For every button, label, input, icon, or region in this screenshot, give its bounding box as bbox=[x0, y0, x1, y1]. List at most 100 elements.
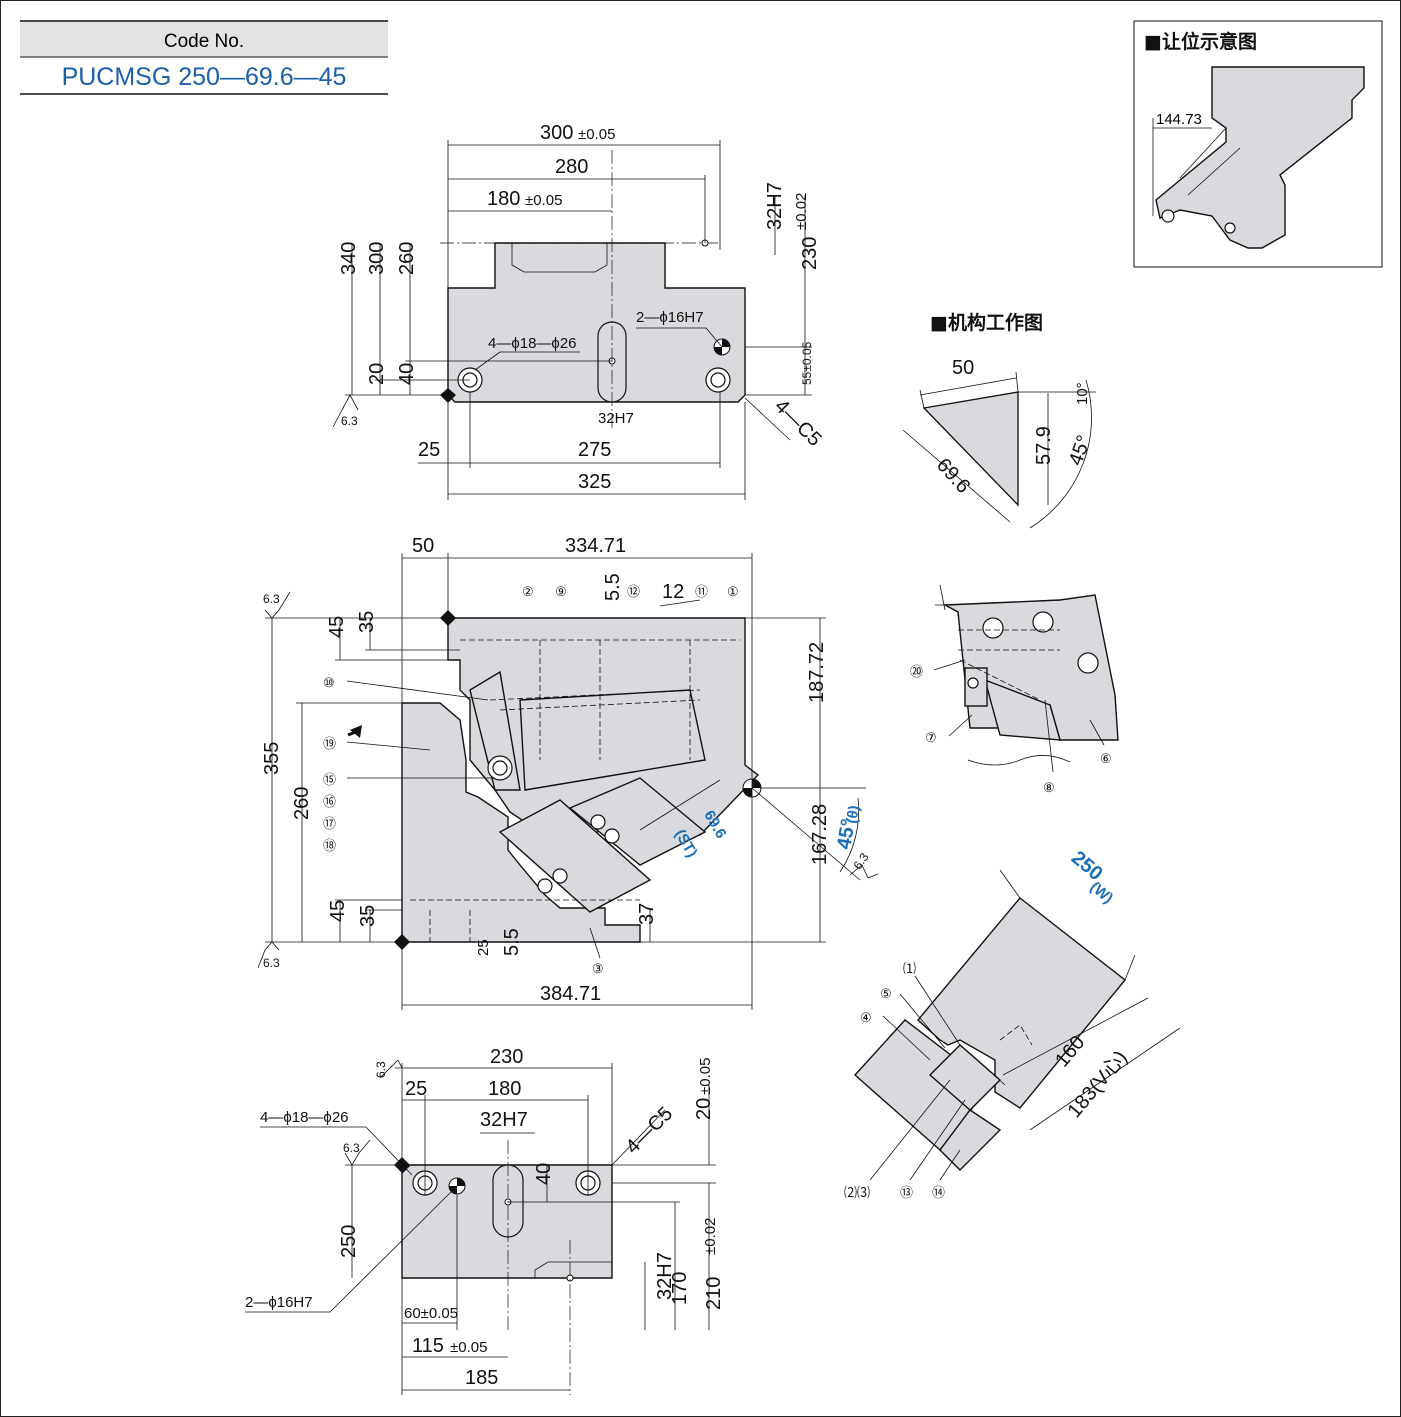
top-note-slot: 32H7 bbox=[598, 410, 634, 427]
front-dim-35-bot: 35 bbox=[357, 905, 379, 927]
front-angle: 45° bbox=[833, 817, 860, 851]
detail-balloon-8: ⑧ bbox=[1043, 780, 1055, 795]
bot-roughness: 6.3 bbox=[343, 1141, 360, 1155]
iso-balloon-4: ④ bbox=[860, 1010, 872, 1025]
front-roughness-bot: 6.3 bbox=[263, 956, 280, 970]
front-balloons: ② ⑨ ⑫ ⑪ ① ⑩ ⑲ ⑮ ⑯ ⑰ ⑱ ③ bbox=[323, 584, 739, 976]
balloon-18: ⑱ bbox=[323, 838, 336, 853]
balloon-10: ⑩ bbox=[323, 675, 335, 690]
front-dim-45-top: 45 bbox=[326, 616, 348, 638]
front-dim-384-71: 384.71 bbox=[540, 983, 601, 1005]
front-dim-50: 50 bbox=[412, 535, 434, 557]
front-angle-sub: (θ) bbox=[843, 804, 863, 825]
top-dim-55: 55±0.05 bbox=[800, 341, 814, 385]
code-value: PUCMSG 250—69.6—45 bbox=[62, 63, 347, 91]
bot-dim-185: 185 bbox=[465, 1367, 498, 1389]
balloon-12: ⑫ bbox=[627, 584, 640, 599]
bottom-view: 230 25 180 32H7 60±0.05 115 ±0.05 185 20… bbox=[245, 1046, 725, 1395]
detail-view: ⑳ ⑦ ⑧ ⑥ bbox=[910, 584, 1119, 795]
top-note-chamfer: 4—C5 bbox=[770, 395, 826, 451]
balloon-17: ⑰ bbox=[323, 816, 336, 831]
bot-dim-32h7: 32H7 bbox=[480, 1109, 528, 1131]
iso-view: 250 (W) 160 183(V心) ⑴ ⑤ ④ ⑵⑶ ⑬ ⑭ bbox=[844, 847, 1181, 1200]
front-dim-37: 37 bbox=[636, 903, 658, 925]
top-dim-325: 325 bbox=[578, 471, 611, 493]
bot-roughness-2: 6.3 bbox=[374, 1061, 388, 1078]
mechanism-inset: ■机构工作图 50 69.6 57.9 10° 45° bbox=[902, 311, 1096, 529]
bot-dim-115: 115 bbox=[412, 1335, 444, 1357]
iso-balloon-14: ⑭ bbox=[932, 1185, 945, 1200]
bot-note-chamfer: 4—C5 bbox=[622, 1103, 678, 1159]
top-view: 300 ±0.05 280 180 ±0.05 275 325 25 340 3… bbox=[332, 122, 826, 500]
bot-note-holes: 4—ϕ18—ϕ26 bbox=[260, 1109, 349, 1126]
bot-dim-170: 170 bbox=[669, 1272, 691, 1305]
bot-dim-32h7v: 32H7 bbox=[654, 1252, 676, 1300]
front-dim-187-72: 187.72 bbox=[806, 642, 828, 703]
mechanism-title: ■机构工作图 bbox=[930, 311, 1043, 334]
front-dim-12: 12 bbox=[662, 581, 684, 603]
mech-dim-57-9: 57.9 bbox=[1033, 426, 1055, 465]
top-dim-340: 340 bbox=[338, 242, 360, 275]
front-view: 50 334.71 384.71 5.5 12 25 5.5 355 260 4… bbox=[257, 535, 879, 1010]
bot-dim-250: 250 bbox=[338, 1225, 360, 1258]
clearance-dim: 144.73 bbox=[1156, 111, 1202, 128]
balloon-15: ⑮ bbox=[323, 772, 336, 787]
top-dim-32h7: 32H7 bbox=[764, 182, 786, 230]
mech-dim-45deg: 45° bbox=[1065, 432, 1096, 468]
bot-dim-25: 25 bbox=[405, 1078, 427, 1100]
top-note-pins: 2—ϕ16H7 bbox=[636, 309, 704, 326]
detail-balloon-20: ⑳ bbox=[910, 664, 923, 679]
front-dim-355: 355 bbox=[261, 742, 283, 775]
iso-width: 250 bbox=[1067, 847, 1107, 885]
bot-dim-20-tol: ±0.05 bbox=[697, 1058, 714, 1095]
balloon-3: ③ bbox=[592, 961, 604, 976]
detail-balloon-6: ⑥ bbox=[1100, 751, 1112, 766]
mech-dim-50: 50 bbox=[952, 357, 974, 379]
top-dim-40: 40 bbox=[396, 363, 418, 385]
top-dim-180-tol: ±0.05 bbox=[525, 192, 562, 209]
front-dim-334-71: 334.71 bbox=[565, 535, 626, 557]
front-dim-5-5-bot: 5.5 bbox=[501, 928, 523, 956]
bot-dim-210: 210 bbox=[703, 1277, 725, 1310]
top-dim-20: 20 bbox=[366, 363, 388, 385]
top-dim-260: 260 bbox=[396, 242, 418, 275]
bot-dim-20: 20 bbox=[693, 1098, 715, 1120]
front-dim-5-5-top: 5.5 bbox=[602, 573, 624, 601]
iso-balloon-13: ⑬ bbox=[900, 1185, 913, 1200]
front-dim-25: 25 bbox=[475, 939, 492, 956]
balloon-1: ① bbox=[727, 584, 739, 599]
top-note-holes: 4—ϕ18—ϕ26 bbox=[488, 335, 577, 352]
front-dim-167-28: 167.28 bbox=[809, 804, 831, 865]
front-roughness-angle: 6.3 bbox=[850, 850, 871, 872]
mech-dim-10deg: 10° bbox=[1074, 382, 1091, 405]
bot-dim-60: 60±0.05 bbox=[404, 1305, 458, 1322]
balloon-11: ⑪ bbox=[695, 584, 708, 599]
code-label: Code No. bbox=[164, 31, 244, 52]
detail-balloon-7: ⑦ bbox=[925, 730, 937, 745]
balloon-19: ⑲ bbox=[323, 736, 336, 751]
bot-dim-210-tol: ±0.02 bbox=[702, 1218, 719, 1255]
top-dim-275: 275 bbox=[578, 439, 611, 461]
iso-balloon-22-23: ⑵⑶ bbox=[844, 1185, 870, 1200]
top-dim-300-tol: ±0.05 bbox=[578, 126, 615, 143]
clearance-inset: ■让位示意图 144.73 bbox=[1133, 20, 1383, 268]
top-dim-25: 25 bbox=[418, 439, 440, 461]
bot-dim-180: 180 bbox=[488, 1078, 521, 1100]
top-dim-230: 230 bbox=[799, 237, 821, 270]
front-dim-45-bot: 45 bbox=[327, 900, 349, 922]
balloon-9: ⑨ bbox=[555, 584, 567, 599]
top-roughness: 6.3 bbox=[341, 414, 358, 428]
bot-dim-115-tol: ±0.05 bbox=[450, 1339, 487, 1356]
bot-note-pins: 2—ϕ16H7 bbox=[245, 1294, 313, 1311]
front-dim-260: 260 bbox=[291, 787, 313, 820]
bot-dim-230: 230 bbox=[490, 1046, 523, 1068]
bot-dim-40: 40 bbox=[533, 1163, 555, 1185]
code-header-bg bbox=[20, 21, 388, 57]
top-dim-180: 180 bbox=[487, 188, 520, 210]
top-dim-230-tol: ±0.02 bbox=[793, 193, 810, 230]
iso-balloon-5: ⑤ bbox=[880, 986, 892, 1001]
front-dim-35-top: 35 bbox=[356, 611, 378, 633]
top-dim-300: 300 bbox=[540, 122, 573, 144]
front-roughness-top: 6.3 bbox=[263, 592, 280, 606]
